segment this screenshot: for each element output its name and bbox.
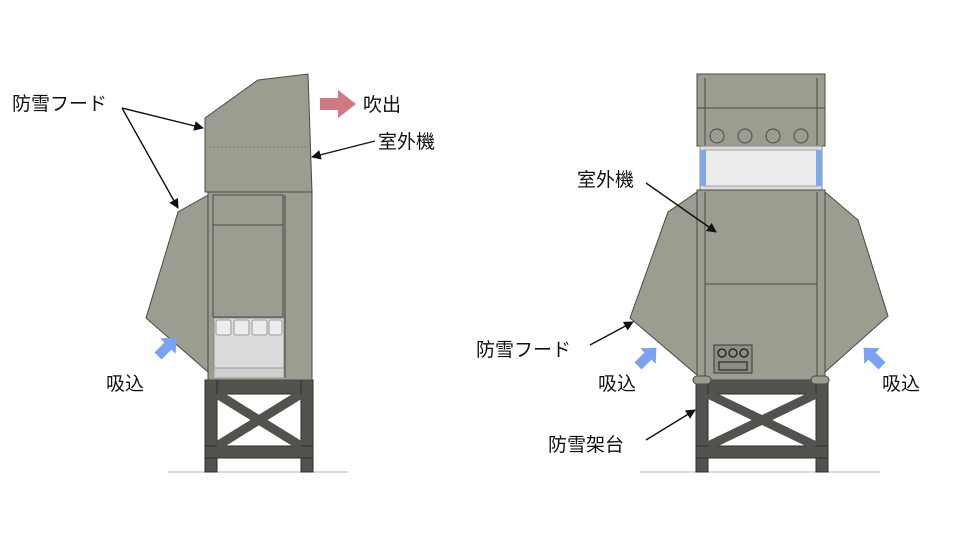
side-outdoor-unit-label: 室外機 — [378, 131, 435, 153]
front-snow-stand-label: 防雪架台 — [548, 434, 624, 456]
side-lower-hood — [145, 194, 209, 374]
front-intake-left-label: 吸込 — [598, 373, 636, 395]
side-intake-label: 吸込 — [106, 373, 144, 395]
arrow-up-right-icon — [154, 337, 177, 360]
front-connection-panel — [713, 344, 753, 374]
front-right-hood — [824, 190, 889, 374]
side-view: 防雪フード 吹出 室外機 吸込 — [12, 73, 435, 473]
side-snow-hood-label: 防雪フード — [12, 93, 107, 115]
front-snow-hood-label: 防雪フード — [476, 339, 571, 361]
arrow-up-right-icon — [634, 347, 657, 370]
side-upper-hood — [204, 73, 313, 193]
side-coil — [213, 317, 285, 379]
side-stand — [204, 379, 314, 473]
arrow-up-left-icon — [863, 347, 886, 370]
side-outlet-label: 吹出 — [363, 94, 401, 116]
front-left-hood — [629, 191, 698, 377]
front-coil — [699, 145, 823, 191]
front-stand — [695, 379, 829, 473]
front-intake-right-label: 吸込 — [882, 373, 920, 395]
front-outdoor-unit-label: 室外機 — [577, 169, 634, 191]
arrow-right-icon — [320, 90, 356, 118]
front-view: 室外機 防雪フード 吸込 吸込 防雪架台 — [476, 73, 920, 473]
